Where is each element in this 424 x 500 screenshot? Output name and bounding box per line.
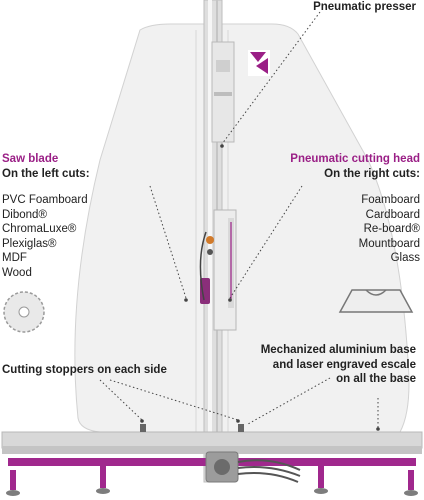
base-rail: [1, 431, 423, 449]
right-cut-item: Foamboard: [361, 194, 420, 206]
leader-lines: [99, 11, 379, 428]
utility-blade-icon: [338, 289, 414, 313]
left-cut-item: ChromaLuxe®: [2, 223, 77, 235]
base-line: Mechanized aluminium base: [260, 344, 416, 356]
right-cut-item: Cardboard: [365, 208, 420, 221]
left-cut-item: Plexiglas®: [2, 237, 57, 250]
pneumatic-presser-label: Pneumatic presser: [313, 1, 416, 13]
base-line: on all the base: [336, 373, 416, 385]
brand-logo-icon: [248, 50, 270, 76]
left-cut-item: PVC Foamboard: [2, 194, 88, 206]
right-cuts-list: Foamboard Cardboard Re-board® Mountboard…: [359, 193, 420, 266]
cutting-head-label: Pneumatic cutting head: [290, 153, 420, 165]
cutting-panel: [74, 23, 410, 433]
right-cut-item: Re-board®: [363, 223, 420, 235]
saw-blade-icon: [3, 291, 45, 333]
base-description: Mechanized aluminium base and laser engr…: [261, 343, 416, 387]
stoppers-label: Cutting stoppers on each side: [2, 364, 167, 376]
right-cut-item: Mountboard: [358, 237, 420, 250]
right-stopper: [238, 424, 244, 432]
left-cut-item: Wood: [2, 266, 32, 279]
left-cuts-title: On the left cuts:: [2, 168, 90, 180]
left-stopper: [140, 424, 146, 432]
right-cuts-title: On the right cuts:: [324, 168, 420, 180]
left-cut-item: Dibond®: [2, 208, 47, 221]
base-line: and laser engraved escale: [272, 358, 416, 371]
right-cut-item: Glass: [390, 252, 420, 264]
saw-blade-label: Saw blade: [2, 153, 59, 165]
left-cuts-list: PVC Foamboard Dibond® ChromaLuxe® Plexig…: [2, 193, 88, 280]
left-cut-item: MDF: [2, 252, 27, 264]
